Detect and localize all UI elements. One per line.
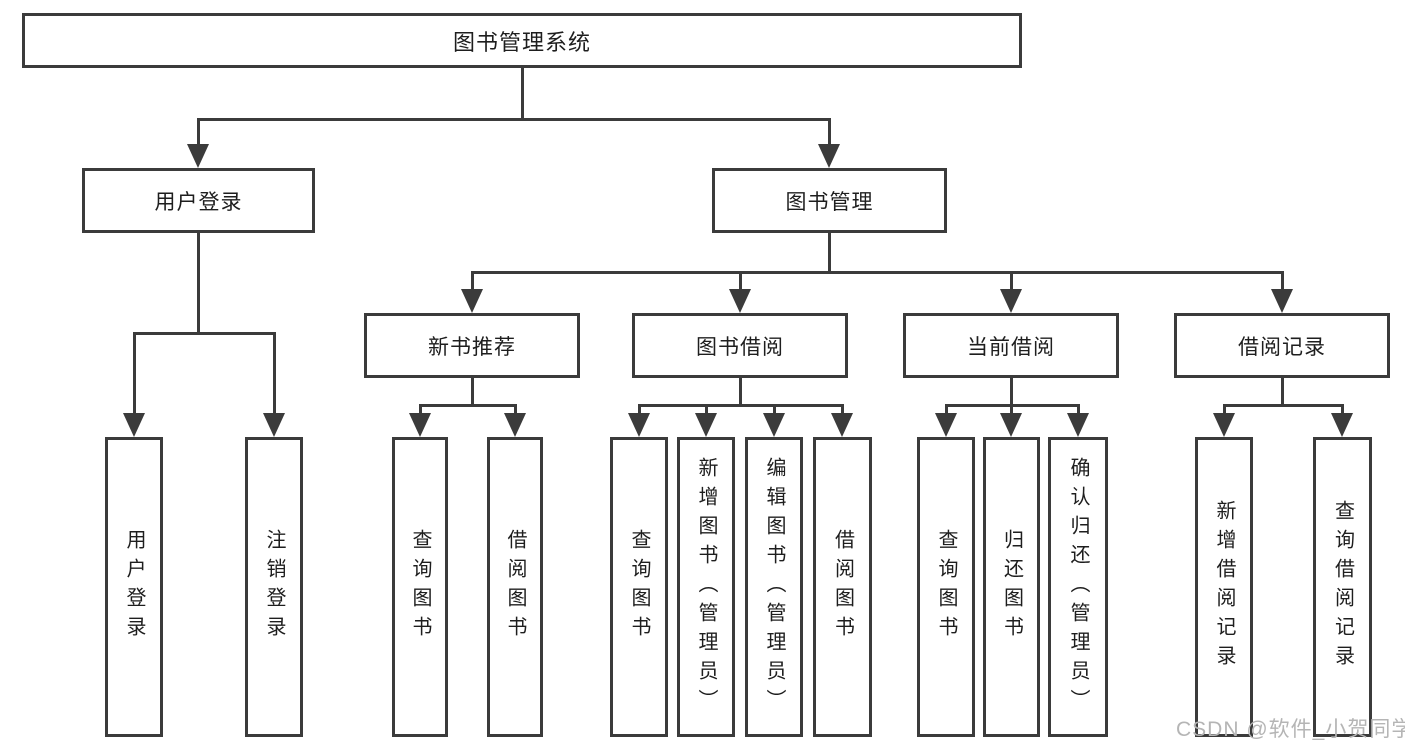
connector-drop-br-query bbox=[1340, 407, 1344, 415]
arrow-to-br-add bbox=[1213, 413, 1235, 437]
node-current-borrowing: 当前借阅 bbox=[903, 313, 1119, 378]
connector-root-feed bbox=[520, 68, 524, 121]
connector-drop-cb-return bbox=[1009, 407, 1013, 415]
connector-drop-br-add bbox=[1222, 407, 1226, 415]
connector-drop-user-login bbox=[196, 121, 200, 147]
arrow-to-book-borrow bbox=[729, 289, 751, 313]
connector-drop-bb-borrow bbox=[840, 407, 844, 415]
leaf-query-books-borrowing: 查询图书 bbox=[610, 437, 668, 737]
arrow-to-logout bbox=[263, 413, 285, 437]
arrow-to-bb-add bbox=[695, 413, 717, 437]
connector-drop-nb-borrow bbox=[513, 407, 517, 415]
connector-new-books-rail bbox=[418, 404, 517, 407]
connector-drop-current-borrow bbox=[1009, 274, 1013, 291]
connector-user-login-rail bbox=[132, 332, 276, 335]
connector-drop-bb-query bbox=[637, 407, 641, 415]
leaf-query-books-recommend: 查询图书 bbox=[392, 437, 448, 737]
node-borrow-records: 借阅记录 bbox=[1174, 313, 1390, 378]
connector-book-mgmt-feed bbox=[827, 233, 831, 274]
connector-drop-nb-query bbox=[418, 407, 422, 415]
arrow-to-current-borrow bbox=[1000, 289, 1022, 313]
leaf-user-login: 用户登录 bbox=[105, 437, 163, 737]
node-user-login: 用户登录 bbox=[82, 168, 315, 233]
connector-new-books-feed bbox=[470, 378, 474, 407]
leaf-borrow-books: 借阅图书 bbox=[813, 437, 872, 737]
arrow-to-cb-return bbox=[1000, 413, 1022, 437]
connector-book-borrow-feed bbox=[738, 378, 742, 407]
connector-current-borrow-rail bbox=[944, 404, 1080, 407]
connector-drop-cb-query bbox=[944, 407, 948, 415]
leaf-borrow-books-recommend: 借阅图书 bbox=[487, 437, 543, 737]
leaf-query-borrow-record: 查询借阅记录 bbox=[1313, 437, 1372, 737]
arrow-to-bb-edit bbox=[763, 413, 785, 437]
csdn-watermark: CSDN @软件_小贺同学 bbox=[1176, 718, 1405, 741]
connector-drop-logout bbox=[272, 335, 276, 415]
node-new-book-recommend: 新书推荐 bbox=[364, 313, 580, 378]
connector-user-login-feed bbox=[196, 233, 200, 335]
arrow-to-cb-confirm bbox=[1067, 413, 1089, 437]
connector-borrow-records-rail bbox=[1222, 404, 1344, 407]
arrow-to-borrow-records bbox=[1271, 289, 1293, 313]
connector-book-borrow-rail bbox=[637, 404, 844, 407]
connector-current-borrow-feed bbox=[1009, 378, 1013, 407]
leaf-confirm-return-admin: 确认归还（管理员） bbox=[1048, 437, 1108, 737]
arrow-to-book-mgmt bbox=[818, 144, 840, 168]
arrow-to-bb-query bbox=[628, 413, 650, 437]
arrow-to-nb-borrow bbox=[504, 413, 526, 437]
arrow-to-cb-query bbox=[935, 413, 957, 437]
leaf-query-books-current: 查询图书 bbox=[917, 437, 975, 737]
connector-level2-rail bbox=[470, 271, 1284, 274]
connector-drop-book-mgmt bbox=[827, 121, 831, 147]
node-book-borrowing: 图书借阅 bbox=[632, 313, 848, 378]
connector-borrow-records-feed bbox=[1280, 378, 1284, 407]
arrow-to-nb-query bbox=[409, 413, 431, 437]
arrow-to-bb-borrow bbox=[831, 413, 853, 437]
arrow-to-br-query bbox=[1331, 413, 1353, 437]
leaf-logout: 注销登录 bbox=[245, 437, 303, 737]
connector-level1-rail bbox=[196, 118, 831, 121]
leaf-add-books-admin: 新增图书（管理员） bbox=[677, 437, 735, 737]
connector-drop-bb-add bbox=[704, 407, 708, 415]
arrow-to-user-login bbox=[187, 144, 209, 168]
connector-drop-bb-edit bbox=[772, 407, 776, 415]
leaf-return-books: 归还图书 bbox=[983, 437, 1040, 737]
connector-drop-login bbox=[132, 335, 136, 415]
connector-drop-book-borrow bbox=[738, 274, 742, 291]
arrow-to-new-books bbox=[461, 289, 483, 313]
connector-drop-cb-confirm bbox=[1076, 407, 1080, 415]
node-book-management: 图书管理 bbox=[712, 168, 947, 233]
connector-drop-borrow-records bbox=[1280, 274, 1284, 291]
arrow-to-login bbox=[123, 413, 145, 437]
connector-drop-new-books bbox=[470, 274, 474, 291]
node-library-management-system: 图书管理系统 bbox=[22, 13, 1022, 68]
leaf-add-borrow-record: 新增借阅记录 bbox=[1195, 437, 1253, 737]
leaf-edit-books-admin: 编辑图书（管理员） bbox=[745, 437, 803, 737]
